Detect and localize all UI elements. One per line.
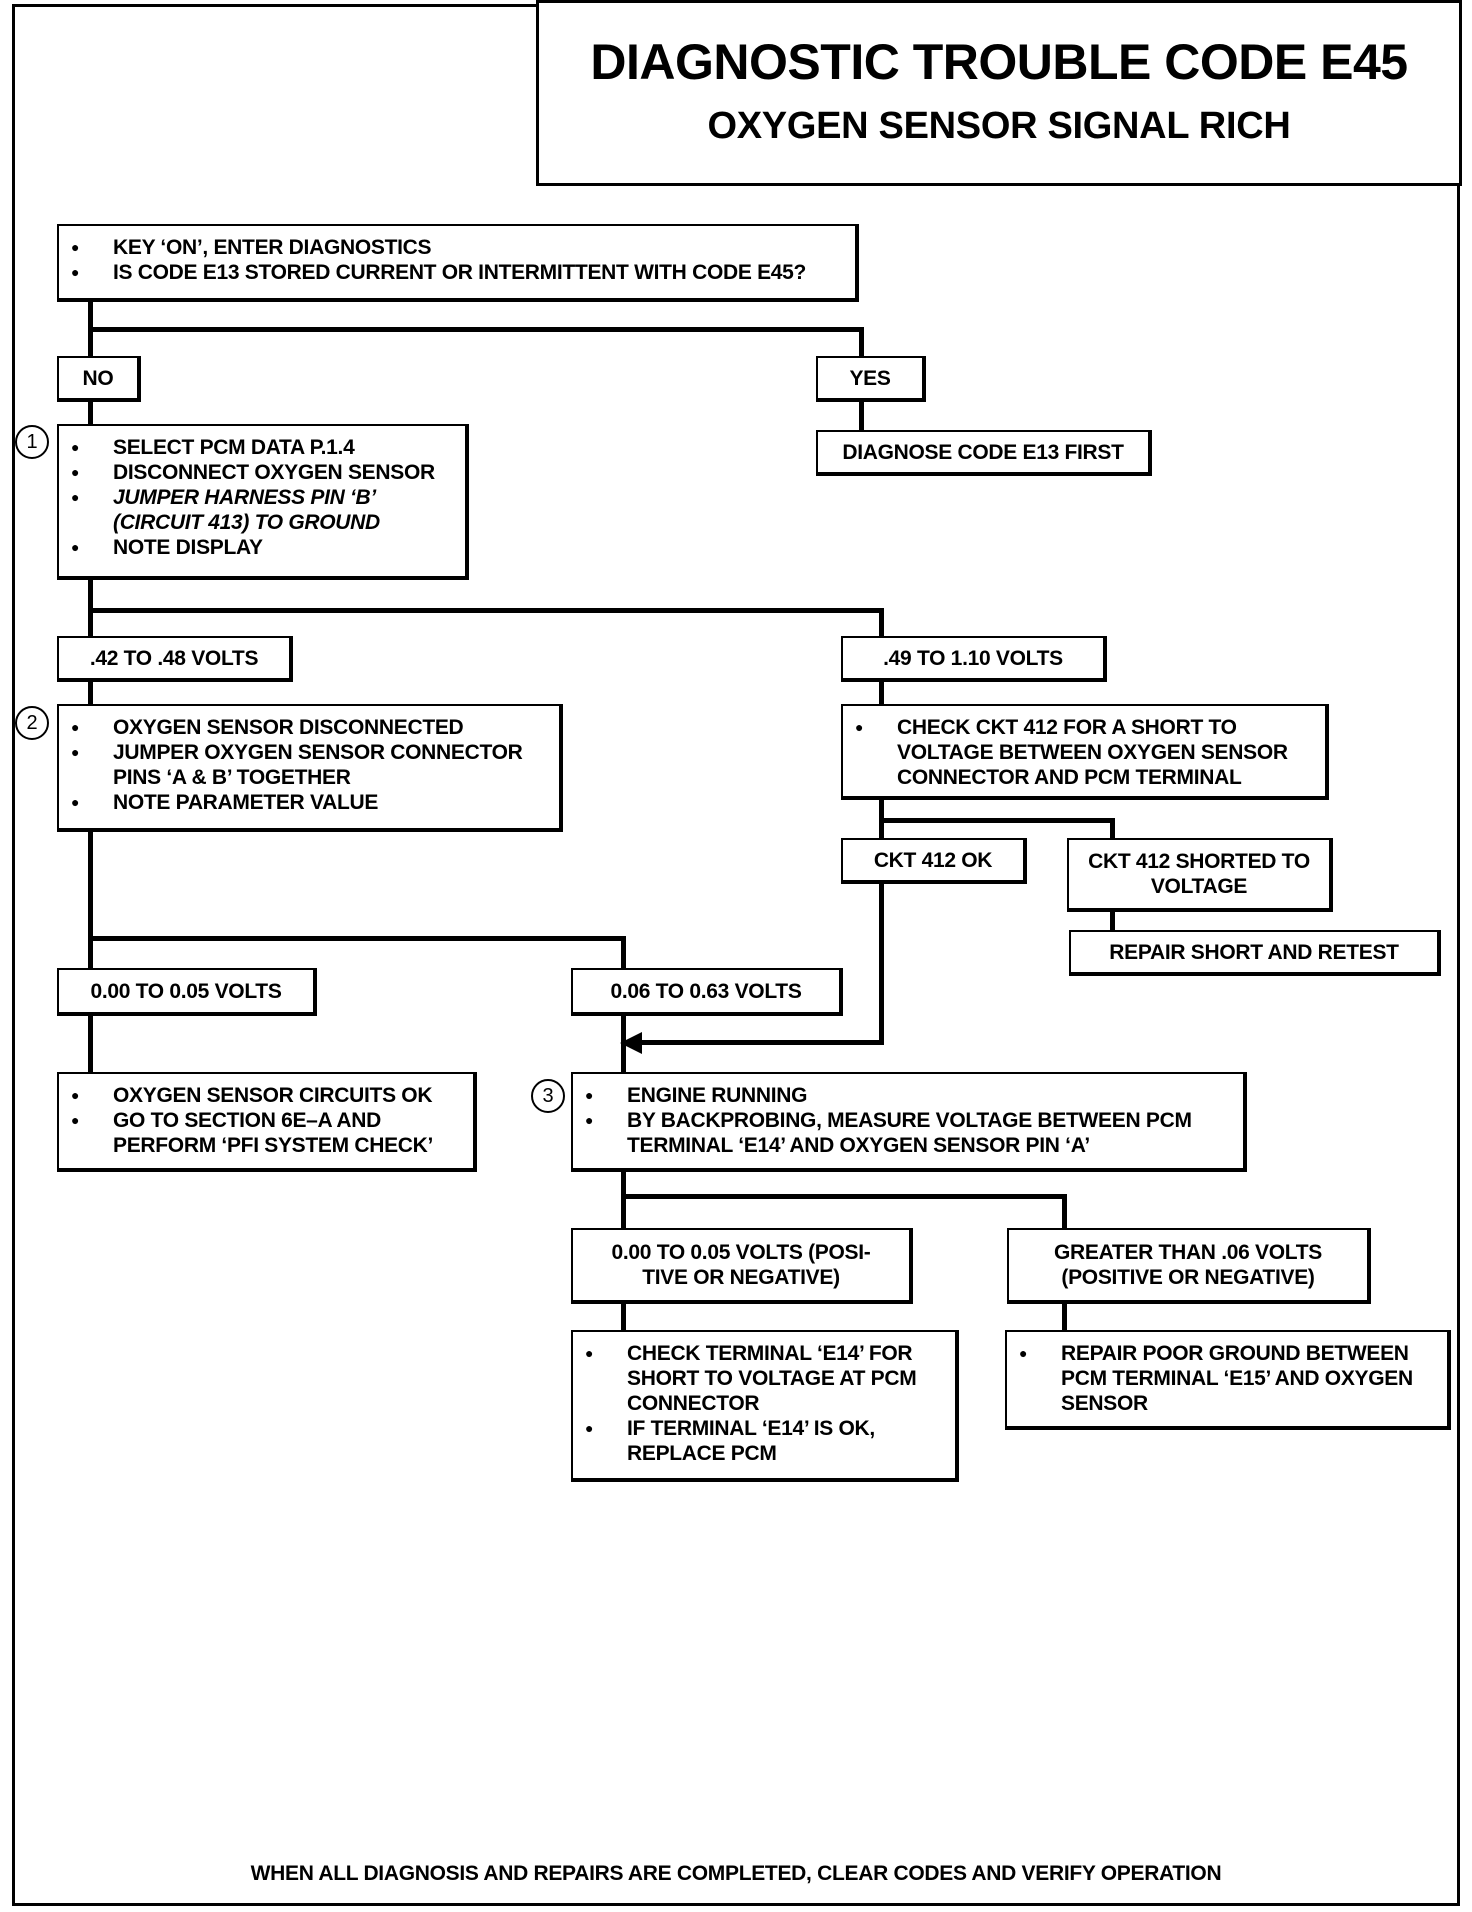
connector [1062,1194,1067,1230]
connector [621,1170,626,1230]
volts-49-110-box: .49 TO 1.10 VOLTS [841,636,1107,682]
connector [621,1302,626,1332]
connector [1062,1302,1067,1332]
ckt412-ok-label: CKT 412 OK [873,848,993,872]
connector [88,830,93,970]
sensor-ok-item: OXYGEN SENSOR CIRCUITS OK [59,1083,473,1108]
connector [88,608,884,613]
start-item: IS CODE E13 STORED CURRENT OR INTERMITTE… [59,260,855,285]
check-e14-item: CHECK TERMINAL ‘E14’ FOR SHORT TO VOLTAG… [573,1341,955,1416]
connector [88,936,626,941]
volts-42-48-label: .42 TO .48 VOLTS [89,646,259,670]
ckt412-shorted-label: CKT 412 SHORTED TO VOLTAGE [1088,850,1310,898]
diagnose-e13-box: DIAGNOSE CODE E13 FIRST [816,430,1152,476]
connector [88,680,93,706]
connector [859,327,864,358]
step2-item: NOTE PARAMETER VALUE [59,790,559,815]
volts-greater-006-box: GREATER THAN .06 VOLTS (POSITIVE OR NEGA… [1007,1228,1371,1304]
ckt412-ok-box: CKT 412 OK [841,838,1027,884]
repair-ground-box: REPAIR POOR GROUND BETWEEN PCM TERMINAL … [1005,1330,1451,1430]
step2-item: OXYGEN SENSOR DISCONNECTED [59,715,559,740]
volts-000-005-label: 0.00 TO 0.05 VOLTS [90,979,282,1003]
check-ckt412-box: CHECK CKT 412 FOR A SHORT TO VOLTAGE BET… [841,704,1329,800]
sensor-ok-item: GO TO SECTION 6E–A AND PERFORM ‘PFI SYST… [59,1108,473,1158]
volts-greater-006-label: GREATER THAN .06 VOLTS (POSITIVE OR NEGA… [1054,1241,1322,1289]
ckt412-shorted-box: CKT 412 SHORTED TO VOLTAGE [1067,838,1333,912]
connector [621,1014,626,1074]
step1-item: JUMPER HARNESS PIN ‘B’ (CIRCUIT 413) TO … [59,485,465,535]
start-item: KEY ‘ON’, ENTER DIAGNOSTICS [59,235,855,260]
repair-ground-item: REPAIR POOR GROUND BETWEEN PCM TERMINAL … [1007,1341,1447,1416]
connector [88,578,93,638]
check-e14-box: CHECK TERMINAL ‘E14’ FOR SHORT TO VOLTAG… [571,1330,959,1482]
volts-000-005-box: 0.00 TO 0.05 VOLTS [57,968,317,1016]
diagnose-e13-label: DIAGNOSE CODE E13 FIRST [842,440,1124,464]
volts-006-063-box: 0.06 TO 0.63 VOLTS [571,968,843,1016]
step-number-3: 3 [531,1079,565,1113]
page-subtitle: OXYGEN SENSOR SIGNAL RICH [707,105,1291,147]
step-number-1: 1 [15,425,49,459]
volts-49-110-label: .49 TO 1.10 VOLTS [883,646,1063,670]
connector [879,608,884,638]
connector [621,936,626,970]
start-box: KEY ‘ON’, ENTER DIAGNOSTICS IS CODE E13 … [57,224,859,302]
footer-note: WHEN ALL DIAGNOSIS AND REPAIRS ARE COMPL… [250,1862,1222,1885]
no-box: NO [57,356,141,402]
step-number-2: 2 [15,706,49,740]
step3-box: ENGINE RUNNING BY BACKPROBING, MEASURE V… [571,1072,1247,1172]
page-title: DIAGNOSTIC TROUBLE CODE E45 [590,34,1408,90]
connector [879,818,1115,823]
step2-box: OXYGEN SENSOR DISCONNECTED JUMPER OXYGEN… [57,704,563,832]
connector [879,882,884,1045]
step3-item: BY BACKPROBING, MEASURE VOLTAGE BETWEEN … [573,1108,1243,1158]
volts-pos-neg-low-box: 0.00 TO 0.05 VOLTS (POSI- TIVE OR NEGATI… [571,1228,913,1304]
connector [88,1014,93,1074]
sensor-ok-box: OXYGEN SENSOR CIRCUITS OK GO TO SECTION … [57,1072,477,1172]
connector [88,400,93,426]
connector [640,1040,884,1045]
step1-item: SELECT PCM DATA P.1.4 [59,435,465,460]
check-e14-item: IF TERMINAL ‘E14’ IS OK, REPLACE PCM [573,1416,955,1466]
connector [879,798,884,840]
step1-item: DISCONNECT OXYGEN SENSOR [59,460,465,485]
connector [1110,910,1115,932]
step1-item: NOTE DISPLAY [59,535,465,560]
connector [879,680,884,706]
connector [1110,818,1115,840]
connector [859,400,864,432]
step1-box: SELECT PCM DATA P.1.4 DISCONNECT OXYGEN … [57,424,469,580]
step3-item: ENGINE RUNNING [573,1083,1243,1108]
connector [88,300,93,358]
connector [88,327,864,332]
title-box: DIAGNOSTIC TROUBLE CODE E45 OXYGEN SENSO… [536,0,1462,186]
repair-short-label: REPAIR SHORT AND RETEST [1109,940,1399,964]
yes-box: YES [816,356,926,402]
volts-006-063-label: 0.06 TO 0.63 VOLTS [610,979,802,1003]
check-ckt412-item: CHECK CKT 412 FOR A SHORT TO VOLTAGE BET… [843,715,1325,790]
volts-42-48-box: .42 TO .48 VOLTS [57,636,293,682]
volts-pos-neg-low-label: 0.00 TO 0.05 VOLTS (POSI- TIVE OR NEGATI… [611,1241,871,1289]
step2-item: JUMPER OXYGEN SENSOR CONNECTOR PINS ‘A &… [59,740,559,790]
yes-label: YES [849,366,891,390]
connector [621,1194,1067,1199]
no-label: NO [82,366,114,390]
repair-short-box: REPAIR SHORT AND RETEST [1069,930,1441,976]
